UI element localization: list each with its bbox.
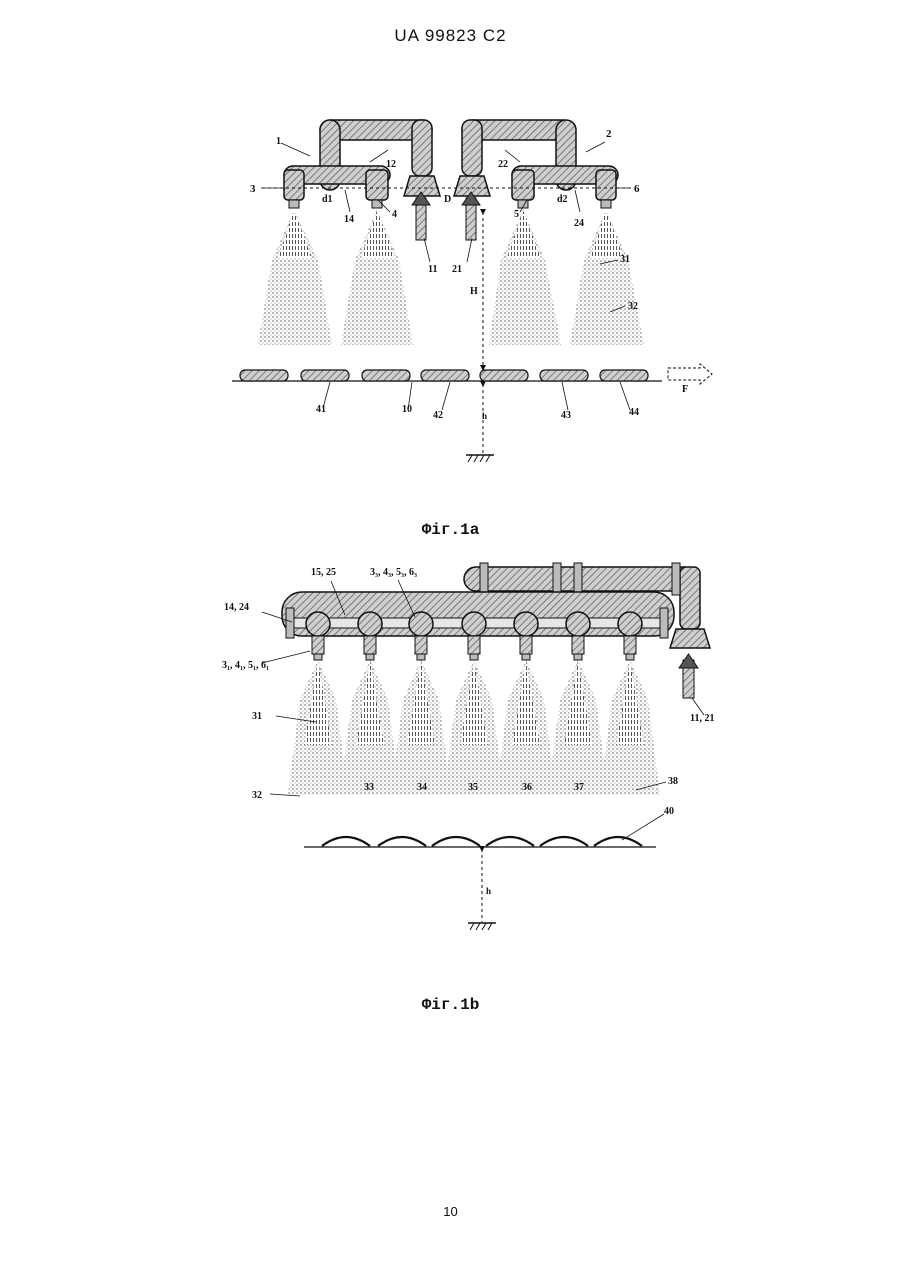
nozzle-orifice <box>366 654 374 660</box>
label-3-1: 3₁, 4₁, 5₁, 6₁ <box>222 660 269 671</box>
label-31-1b: 31 <box>252 711 262 722</box>
nozzle-orifice <box>574 654 582 660</box>
label-3-3: 3₃, 4₃, 5₃, 6₃ <box>370 567 417 578</box>
figure-1a-caption: Фіг.1a <box>0 521 901 539</box>
figure-1b-caption: Фіг.1b <box>0 996 901 1014</box>
spray-cones-1a <box>258 210 644 345</box>
label-6: 6 <box>634 183 640 195</box>
nozzle-joint <box>566 612 590 636</box>
nozzle <box>415 636 427 654</box>
nozzle <box>520 636 532 654</box>
label-10: 10 <box>402 404 412 415</box>
nozzle <box>624 636 636 654</box>
nozzle-joint <box>618 612 642 636</box>
label-1: 1 <box>276 136 281 147</box>
nozzle-joint <box>358 612 382 636</box>
nozzle-orifice <box>626 654 634 660</box>
label-34: 34 <box>417 782 427 793</box>
label-42: 42 <box>433 410 443 421</box>
label-d2: d2 <box>557 194 568 205</box>
label-12: 12 <box>386 159 396 170</box>
nozzle-orifice <box>314 654 322 660</box>
label-5: 5 <box>514 209 519 220</box>
nozzle-orifice <box>522 654 530 660</box>
nozzle <box>468 636 480 654</box>
figure-1b: 15, 25 3₃, 4₃, 5₃, 6₃ 14, 24 3₁, 4₁, 5₁,… <box>222 563 714 930</box>
right-pipe-assembly <box>454 120 618 240</box>
label-31: 31 <box>620 254 630 265</box>
parts-row-1b <box>322 837 642 846</box>
label-h-1a: h <box>482 411 487 421</box>
label-11-21: 11, 21 <box>690 713 714 724</box>
nozzle-orifice <box>417 654 425 660</box>
label-32: 32 <box>628 301 638 312</box>
label-4: 4 <box>392 209 397 220</box>
nozzle-joint <box>306 612 330 636</box>
label-35: 35 <box>468 782 478 793</box>
nozzle-joint <box>462 612 486 636</box>
label-11: 11 <box>428 264 437 275</box>
label-40: 40 <box>664 806 674 817</box>
figure-1a: 1 2 3 4 5 6 12 22 14 24 d1 d2 D 11 21 31… <box>232 120 712 462</box>
label-3: 3 <box>250 183 256 195</box>
label-F: F <box>682 384 688 395</box>
label-14-24: 14, 24 <box>224 602 249 613</box>
nozzle <box>572 636 584 654</box>
label-37: 37 <box>574 782 584 793</box>
label-38: 38 <box>668 776 678 787</box>
label-h-1b: h <box>486 886 491 896</box>
label-36: 36 <box>522 782 532 793</box>
label-22: 22 <box>498 159 508 170</box>
label-41: 41 <box>316 404 326 415</box>
label-33: 33 <box>364 782 374 793</box>
nozzle-joint <box>409 612 433 636</box>
label-32-1b: 32 <box>252 790 262 801</box>
label-d1: d1 <box>322 194 333 205</box>
inlet-nozzle <box>670 629 710 648</box>
page-number: 10 <box>0 1204 901 1219</box>
nozzle <box>364 636 376 654</box>
label-2: 2 <box>606 128 612 140</box>
nozzle-orifice <box>470 654 478 660</box>
parts-row-1a <box>240 370 648 381</box>
label-14: 14 <box>344 214 354 225</box>
nozzle <box>312 636 324 654</box>
label-H: H <box>470 286 478 297</box>
nozzle-joint <box>514 612 538 636</box>
label-43: 43 <box>561 410 571 421</box>
feed-direction-arrow <box>668 364 712 384</box>
label-D: D <box>444 194 451 205</box>
nozzles-1b <box>288 612 660 795</box>
label-15-25: 15, 25 <box>311 567 336 578</box>
label-24: 24 <box>574 218 584 229</box>
left-pipe-assembly <box>284 120 440 240</box>
label-44: 44 <box>629 407 639 418</box>
label-21: 21 <box>452 264 462 275</box>
